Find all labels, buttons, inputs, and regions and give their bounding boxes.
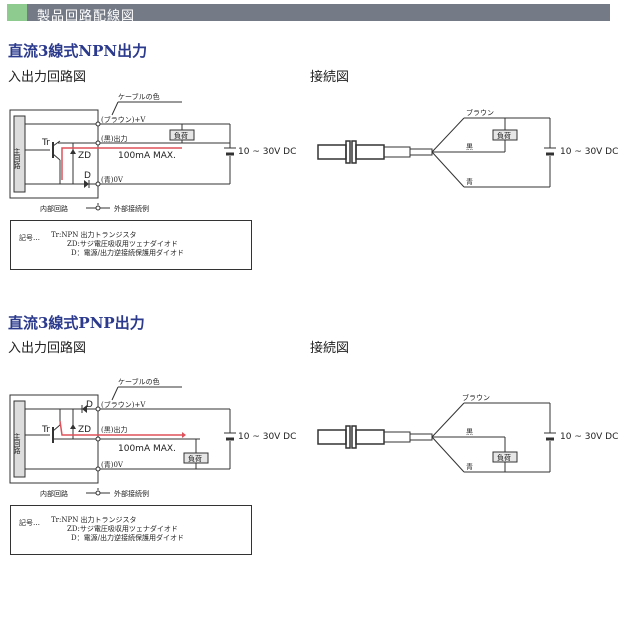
- npn-section-title: 直流3線式NPN出力: [8, 42, 148, 60]
- current-path: [61, 147, 182, 180]
- cable-color-label: ケーブルの色: [118, 377, 160, 386]
- diode-icon: [82, 405, 87, 413]
- legend-line: ZD:サジ電圧吸収用ツェナダイオド: [67, 240, 178, 248]
- wiring-load-label: 負荷: [497, 453, 511, 462]
- legend-line: D：電源/出力逆接続保護用ダイオド: [71, 249, 184, 257]
- output-label: (黒)出力: [101, 425, 127, 434]
- npn-circuit-label: 入出力回路図: [8, 70, 87, 85]
- header-title: 製品回路配線図: [37, 9, 136, 24]
- legend-line: Tr:NPN 出力トランジスタ: [51, 516, 137, 524]
- external-label: 外部接続例: [114, 204, 149, 213]
- pnp-section-title: 直流3線式PNP出力: [8, 314, 145, 332]
- npn-circuit-diagram: 主回路 ケーブルの色 (ブラウン)+V (黒)出力 (青)0V 負荷 内部回路 …: [9, 92, 618, 213]
- zener-icon: [70, 424, 76, 429]
- legend-prefix: 記号…: [19, 234, 40, 242]
- supply-label: 10 ~ 30V DC: [238, 432, 296, 442]
- legend-line: D：電源/出力逆接続保護用ダイオド: [71, 534, 184, 542]
- diode-icon: [84, 180, 89, 188]
- load-label: 負荷: [188, 454, 202, 463]
- load-label: 負荷: [174, 131, 188, 140]
- internal-label: 内部回路: [40, 489, 68, 498]
- external-label: 外部接続例: [114, 489, 149, 498]
- brown-wire-label: ブラウン: [462, 393, 490, 402]
- brown-wire-label: ブラウン: [466, 108, 494, 117]
- wiring-supply-label: 10 ~ 30V DC: [560, 432, 618, 442]
- tr-label: Tr: [41, 425, 50, 435]
- main-circuit-block: [13, 115, 26, 193]
- internal-circuit-box: [9, 109, 99, 199]
- npn-legend-box: 記号… Tr:NPN 出力トランジスタ ZD:サジ電圧吸収用ツェナダイオド D：…: [10, 220, 252, 270]
- zd-label: ZD: [78, 151, 91, 161]
- zener-icon: [70, 149, 76, 154]
- zero-v-label: (青)0V: [101, 175, 124, 184]
- cable-color-label: ケーブルの色: [118, 92, 160, 101]
- pnp-legend-box: 記号… Tr:NPN 出力トランジスタ ZD:サジ電圧吸収用ツェナダイオド D：…: [10, 505, 252, 555]
- d-label: D: [86, 400, 93, 410]
- blue-wire-label: 青: [466, 177, 473, 186]
- plus-v-label: (ブラウン)+V: [101, 115, 146, 124]
- internal-label: 内部回路: [40, 204, 68, 213]
- legend-line: ZD:サジ電圧吸収用ツェナダイオド: [67, 525, 178, 533]
- npn-wiring-label: 接続図: [310, 70, 350, 85]
- main-circuit-label: 主回路: [13, 432, 21, 455]
- output-label: (黒)出力: [101, 134, 127, 143]
- current-label: 100mA MAX.: [118, 444, 176, 454]
- sensor-body: [317, 144, 347, 160]
- load-box: [169, 129, 195, 141]
- black-wire-label: 黒: [466, 428, 473, 436]
- black-wire-label: 黒: [466, 143, 473, 151]
- d-label: D: [84, 171, 91, 181]
- blue-wire-label: 青: [466, 462, 473, 471]
- npn-wiring-diagram: [317, 117, 556, 188]
- supply-label: 10 ~ 30V DC: [238, 147, 296, 157]
- pnp-wiring-diagram: [317, 402, 556, 473]
- legend-prefix: 記号…: [19, 519, 40, 527]
- zero-v-label: (青)0V: [101, 460, 124, 469]
- tr-label: Tr: [41, 138, 50, 148]
- section-header-bar: 製品回路配線図: [7, 4, 610, 24]
- pnp-circuit-label: 入出力回路図: [8, 341, 87, 356]
- zd-label: ZD: [78, 425, 91, 435]
- pnp-circuit-diagram: 主回路 ケーブルの色 (ブラウン)+V (黒)出力 (青)0V 負荷 内部回路 …: [9, 377, 618, 498]
- pnp-wiring-label: 接続図: [310, 341, 350, 356]
- wiring-supply-label: 10 ~ 30V DC: [560, 147, 618, 157]
- current-label: 100mA MAX.: [118, 151, 176, 161]
- header-accent: [7, 4, 27, 21]
- wiring-load-label: 負荷: [497, 131, 511, 140]
- main-circuit-label: 主回路: [13, 147, 21, 170]
- legend-line: Tr:NPN 出力トランジスタ: [51, 231, 137, 239]
- plus-v-label: (ブラウン)+V: [101, 400, 146, 409]
